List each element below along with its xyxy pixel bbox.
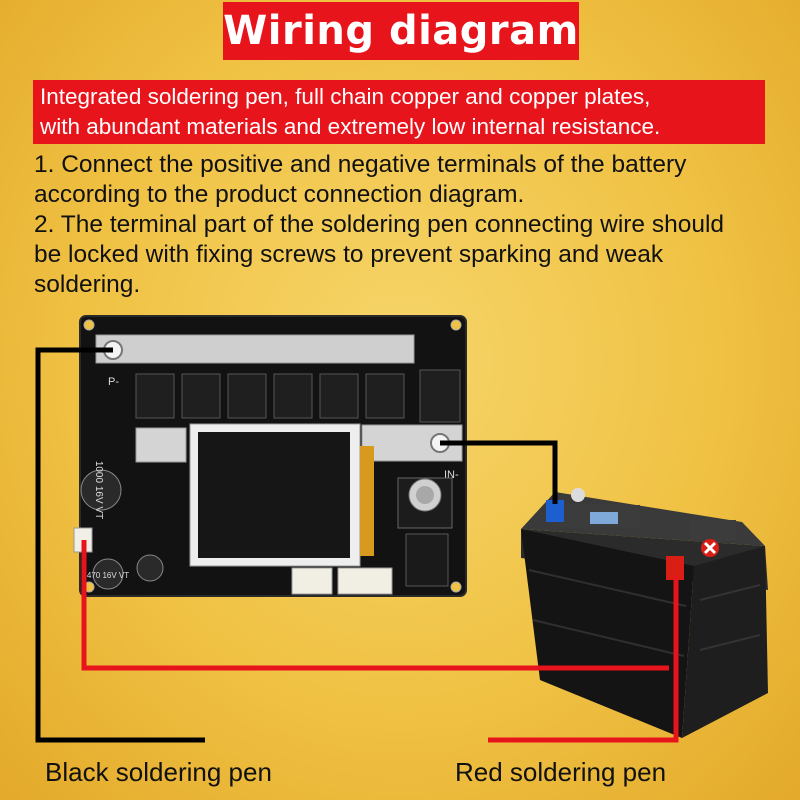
negative-terminal	[546, 500, 564, 522]
title-banner: Wiring diagram	[223, 2, 579, 60]
subtitle-line: with abundant materials and extremely lo…	[40, 114, 661, 139]
subtitle-line: Integrated soldering pen, full chain cop…	[40, 84, 651, 109]
red-wire	[488, 576, 679, 743]
instructions: 1. Connect the positive and negative ter…	[34, 150, 784, 300]
instruction-line: 1. Connect the positive and negative ter…	[34, 151, 687, 178]
svg-text:1000 16V VT: 1000 16V VT	[93, 461, 104, 519]
connector-b	[337, 567, 393, 595]
instruction-line: 2. The terminal part of the soldering pe…	[34, 211, 725, 238]
positive-terminal	[666, 556, 684, 580]
red-pen-label: Red soldering pen	[455, 757, 667, 787]
red-wire-board	[81, 540, 669, 671]
negative-wire	[440, 440, 558, 504]
copper-plate-top	[95, 334, 415, 364]
black-pen-label: Black soldering pen	[45, 757, 272, 787]
black-wire	[35, 347, 205, 743]
instruction-line: be locked with fixing screws to prevent …	[34, 241, 664, 268]
p-minus-mark: P-	[108, 376, 119, 388]
car-battery	[521, 488, 768, 738]
capacitor-small: 470 16V VT	[87, 554, 164, 590]
capacitor-large: 1000 16V VT	[80, 461, 122, 519]
connector-a	[291, 567, 333, 595]
instruction-line: according to the product connection diag…	[34, 181, 525, 208]
page-title: Wiring diagram	[223, 8, 579, 54]
instruction-line: soldering.	[34, 271, 141, 298]
subtitle-banner: Integrated soldering pen, full chain cop…	[33, 80, 765, 144]
control-board: P- IN- 1000 16V	[73, 315, 467, 597]
svg-text:470 16V VT: 470 16V VT	[87, 571, 129, 580]
rotary-encoder	[397, 477, 453, 529]
